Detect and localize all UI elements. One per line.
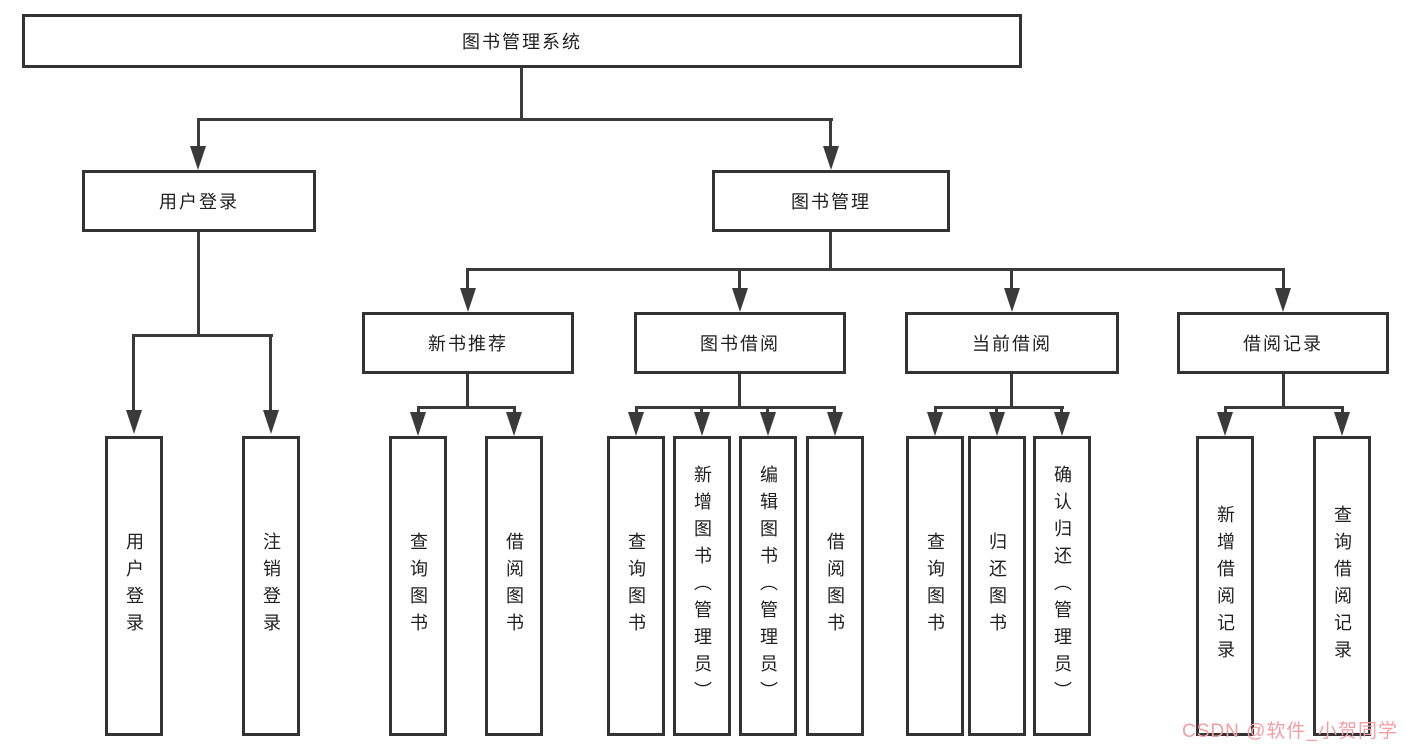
connector-line (1341, 406, 1344, 416)
node-user-login: 用户登录 (82, 170, 316, 232)
node-leaf-logout: 注销登录 (242, 436, 300, 736)
node-label: 当前借阅 (972, 334, 1052, 354)
node-label: 查询借阅记录 (1332, 505, 1352, 667)
node-leaf-borrow-books: 借阅图书 (485, 436, 543, 736)
connector-line (1224, 406, 1227, 416)
node-label: 用户登录 (124, 532, 144, 640)
node-label: 新书推荐 (428, 334, 508, 354)
connector-line (269, 334, 272, 412)
connector-line (132, 334, 135, 412)
arrow-down-icon (126, 410, 142, 434)
node-leaf-confirm-return-admin: 确认归还（管理员） (1033, 436, 1091, 736)
node-book-borrowing: 图书借阅 (634, 312, 846, 374)
node-leaf-search-books: 查询图书 (389, 436, 447, 736)
connector-line (466, 268, 1285, 271)
arrow-down-icon (1275, 288, 1291, 312)
node-label: 借阅图书 (504, 532, 524, 640)
node-leaf-search-books-2: 查询图书 (607, 436, 665, 736)
arrow-down-icon (823, 146, 839, 170)
connector-line (466, 374, 469, 408)
arrow-down-icon (263, 410, 279, 434)
arrow-down-icon (827, 412, 843, 436)
connector-line (513, 406, 516, 416)
connector-line (1010, 268, 1013, 292)
node-label: 新增图书（管理员） (692, 464, 712, 708)
node-label: 编辑图书（管理员） (758, 464, 778, 708)
connector-line (1060, 406, 1063, 416)
node-leaf-add-books-admin: 新增图书（管理员） (673, 436, 731, 736)
node-root-library-system: 图书管理系统 (22, 14, 1022, 68)
node-leaf-edit-books-admin: 编辑图书（管理员） (739, 436, 797, 736)
connector-line (934, 406, 1064, 409)
node-label: 查询图书 (925, 532, 945, 640)
arrow-down-icon (989, 412, 1005, 436)
node-label: 借阅图书 (825, 532, 845, 640)
node-label: 借阅记录 (1243, 334, 1323, 354)
node-label: 查询图书 (408, 532, 428, 640)
node-label: 图书管理系统 (462, 32, 582, 52)
connector-line (934, 406, 937, 416)
node-leaf-return-books: 归还图书 (968, 436, 1026, 736)
connector-line (197, 118, 833, 121)
node-leaf-user-login: 用户登录 (105, 436, 163, 736)
connector-line (197, 118, 200, 148)
node-label: 确认归还（管理员） (1052, 464, 1072, 708)
connector-line (738, 374, 741, 408)
node-leaf-borrow-books-2: 借阅图书 (806, 436, 864, 736)
node-leaf-search-books-3: 查询图书 (906, 436, 964, 736)
connector-line (766, 406, 769, 416)
node-current-borrowing: 当前借阅 (905, 312, 1119, 374)
arrow-down-icon (410, 412, 426, 436)
node-label: 注销登录 (261, 532, 281, 640)
node-label: 归还图书 (987, 532, 1007, 640)
node-borrowing-records: 借阅记录 (1177, 312, 1389, 374)
node-book-management: 图书管理 (712, 170, 950, 232)
connector-line (133, 334, 273, 337)
connector-line (1224, 406, 1344, 409)
node-new-book-recommendation: 新书推荐 (362, 312, 574, 374)
connector-line (1010, 374, 1013, 408)
connector-line (417, 406, 420, 416)
connector-line (829, 232, 832, 270)
connector-line (995, 406, 998, 416)
connector-line (829, 118, 832, 148)
connector-line (833, 406, 836, 416)
node-label: 新增借阅记录 (1215, 505, 1235, 667)
arrow-down-icon (1054, 412, 1070, 436)
connector-line (1282, 374, 1285, 408)
arrow-down-icon (732, 288, 748, 312)
node-leaf-add-borrow-record: 新增借阅记录 (1196, 436, 1254, 736)
arrow-down-icon (927, 412, 943, 436)
connector-line (635, 406, 836, 409)
csdn-watermark: CSDN @软件_小贺同学 (1182, 721, 1398, 742)
arrow-down-icon (628, 412, 644, 436)
connector-line (197, 232, 200, 336)
node-label: 用户登录 (159, 192, 239, 212)
node-leaf-search-borrow-record: 查询借阅记录 (1313, 436, 1371, 736)
arrow-down-icon (460, 288, 476, 312)
arrow-down-icon (760, 412, 776, 436)
connector-line (466, 268, 469, 292)
node-label: 图书管理 (791, 192, 871, 212)
connector-line (1282, 268, 1285, 292)
arrow-down-icon (1334, 412, 1350, 436)
node-label: 查询图书 (626, 532, 646, 640)
connector-line (738, 268, 741, 292)
connector-line (520, 68, 523, 120)
arrow-down-icon (694, 412, 710, 436)
arrow-down-icon (1004, 288, 1020, 312)
node-label: 图书借阅 (700, 334, 780, 354)
arrow-down-icon (506, 412, 522, 436)
connector-line (635, 406, 638, 416)
arrow-down-icon (190, 146, 206, 170)
connector-line (700, 406, 703, 416)
arrow-down-icon (1217, 412, 1233, 436)
connector-line (417, 406, 516, 409)
